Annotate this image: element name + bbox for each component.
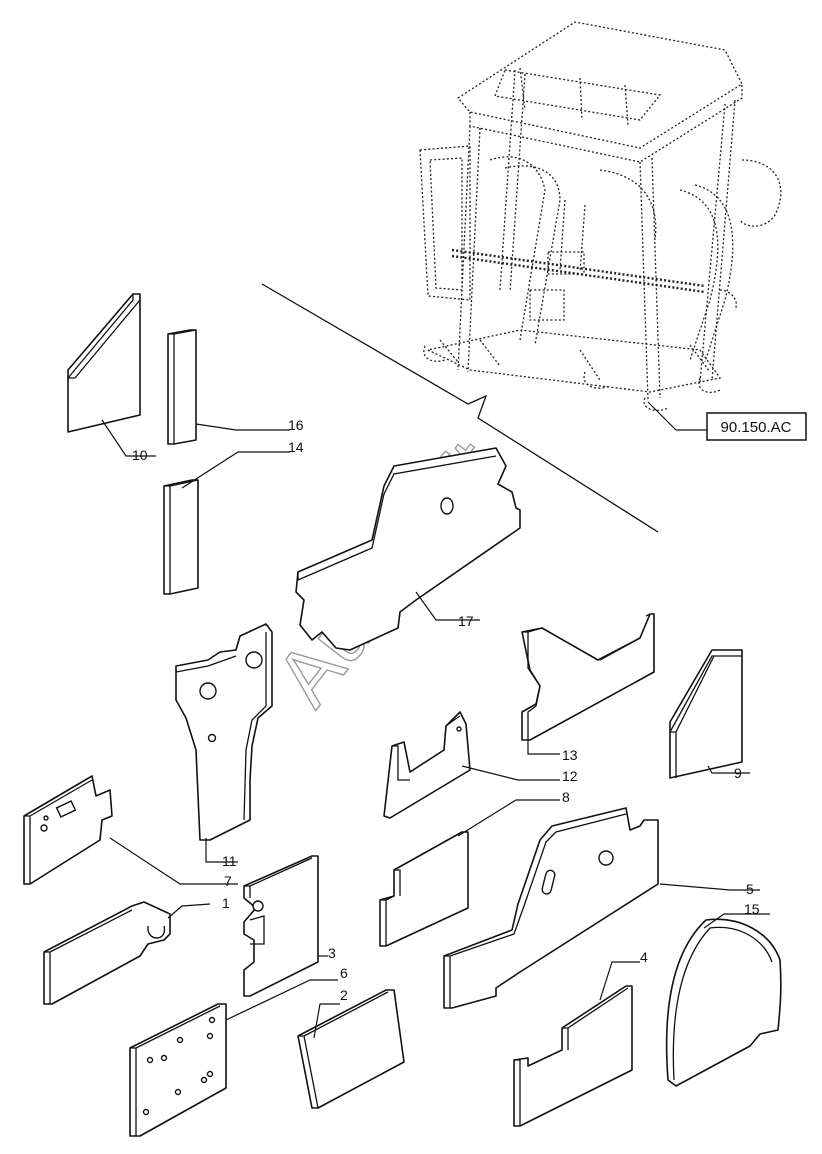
callout-3[interactable]: 3 (328, 945, 336, 961)
part-16-strip[interactable] (167, 329, 197, 445)
callout-2[interactable]: 2 (340, 987, 348, 1003)
part-7-hole-b (43, 815, 49, 821)
callout-4[interactable]: 4 (640, 949, 648, 965)
callout-9[interactable]: 9 (734, 765, 742, 781)
part-12-bracket[interactable] (383, 711, 471, 819)
part-7-hole-a (40, 824, 48, 832)
callout-1[interactable]: 1 (222, 895, 230, 911)
part-7-bracket[interactable] (23, 775, 113, 885)
callout-7[interactable]: 7 (224, 873, 232, 889)
part-4-plate[interactable] (513, 985, 633, 1127)
callout-17[interactable]: 17 (458, 613, 474, 629)
part-13-panel[interactable] (521, 613, 655, 741)
part-15-cover[interactable] (665, 918, 782, 1087)
callout-15[interactable]: 15 (744, 901, 760, 917)
reference-label: 90.150.AC (721, 419, 792, 436)
callout-5[interactable]: 5 (746, 881, 754, 897)
callout-labels: 10 16 14 17 13 12 9 8 11 7 5 1 15 3 4 6 … (132, 417, 760, 1003)
part-3-hole (252, 900, 264, 912)
part-5-hole (598, 850, 614, 866)
callout-8[interactable]: 8 (562, 789, 570, 805)
part-9-panel[interactable] (669, 649, 743, 779)
part-12-hole (456, 726, 462, 732)
callout-14[interactable]: 14 (288, 439, 304, 455)
part-11-bracket[interactable] (175, 623, 273, 841)
part-14-strip[interactable] (163, 479, 199, 595)
reference-box (706, 412, 807, 441)
section-break-line (261, 283, 659, 533)
part-6-plate[interactable] (129, 1003, 227, 1137)
part-1-notch (147, 925, 166, 939)
reference-leader (647, 401, 707, 431)
part-11-hole-left (199, 682, 217, 700)
part-11-hole-small (207, 733, 217, 743)
part-3-bracket[interactable] (243, 855, 319, 997)
callout-16[interactable]: 16 (288, 417, 304, 433)
part-5-panel[interactable] (443, 807, 659, 1009)
cab-frame-illustration (419, 21, 782, 412)
part-7-window (55, 800, 77, 818)
part-8-plate[interactable] (379, 831, 469, 947)
leader-lines (101, 419, 770, 1039)
part-17-hole (440, 497, 454, 515)
callout-6[interactable]: 6 (340, 965, 348, 981)
part-1-plate[interactable] (43, 901, 171, 1005)
callout-10[interactable]: 10 (132, 447, 148, 463)
part-6-holes (142, 1016, 216, 1116)
part-17-panel[interactable] (295, 447, 521, 651)
reference-tag[interactable]: 90.150.AC (647, 401, 807, 441)
callout-13[interactable]: 13 (562, 747, 578, 763)
callout-11[interactable]: 11 (222, 853, 237, 869)
part-5-slot (541, 869, 556, 895)
part-11-hole-right (245, 651, 263, 669)
part-2-plate[interactable] (297, 989, 405, 1109)
callout-12[interactable]: 12 (562, 768, 578, 784)
part-10-panel[interactable] (67, 293, 141, 433)
